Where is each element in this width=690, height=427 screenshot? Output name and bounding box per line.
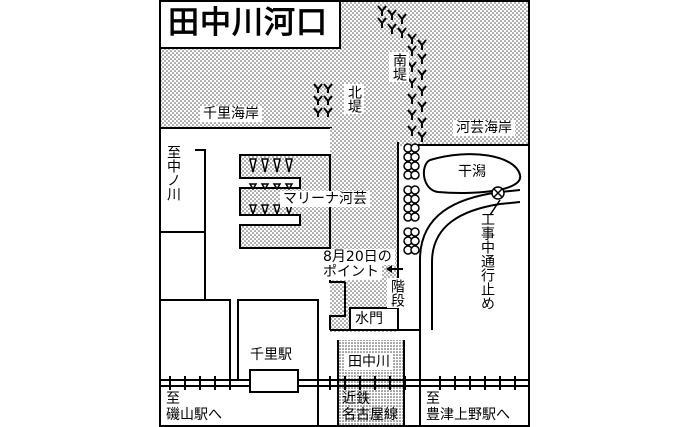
to-toyotsu-line1: 至 <box>426 391 440 407</box>
map-border <box>159 0 530 427</box>
station-box <box>249 369 299 393</box>
south-jetty-label: 南堤 <box>389 52 409 82</box>
floodgate <box>349 307 399 331</box>
railway-line <box>160 376 530 390</box>
north-jetty-label: 北堤 <box>344 84 364 114</box>
closed-marker-icon <box>491 186 505 200</box>
to-toyotsu-line2: 豊津上野駅へ <box>426 407 510 423</box>
point-arrow-icon <box>386 265 403 273</box>
chisato-coast-label: 千里海岸 <box>200 106 262 122</box>
tanaka-river-label: 田中川 <box>345 354 393 370</box>
chisato-station-label: 千里駅 <box>250 347 292 363</box>
marina-slips-top <box>248 158 294 191</box>
tidal-flat-label: 干潟 <box>458 164 486 180</box>
north-jetty-blocks <box>313 83 333 117</box>
railway-label-line1: 近鉄 <box>342 391 370 407</box>
railway-label-line2: 名古屋線 <box>342 407 398 423</box>
south-jetty-tetrapods <box>403 143 420 255</box>
floodgate-label: 水門 <box>355 311 383 327</box>
point-label-line1: 8月20日の <box>320 249 395 265</box>
to-isoyama-line2: 磯山駅へ <box>166 407 222 423</box>
map-title: 田中川河口 <box>168 5 328 41</box>
kawage-coast-label: 河芸海岸 <box>453 120 515 136</box>
marina-slips-bottom <box>248 204 294 217</box>
tidal-flat <box>422 153 522 194</box>
point-label-line2: ポイント <box>320 264 382 280</box>
road-closed-label: 工事中通行止め <box>479 212 495 310</box>
stairs-label: 階段 <box>387 278 407 308</box>
road-nakanogawa <box>195 149 206 300</box>
marina-label: マリーナ河芸 <box>280 191 370 207</box>
to-isoyama-line1: 至 <box>166 391 180 407</box>
to-nakanogawa-label: 至中ノ川 <box>165 145 181 201</box>
south-jetty-blocks <box>377 5 427 142</box>
